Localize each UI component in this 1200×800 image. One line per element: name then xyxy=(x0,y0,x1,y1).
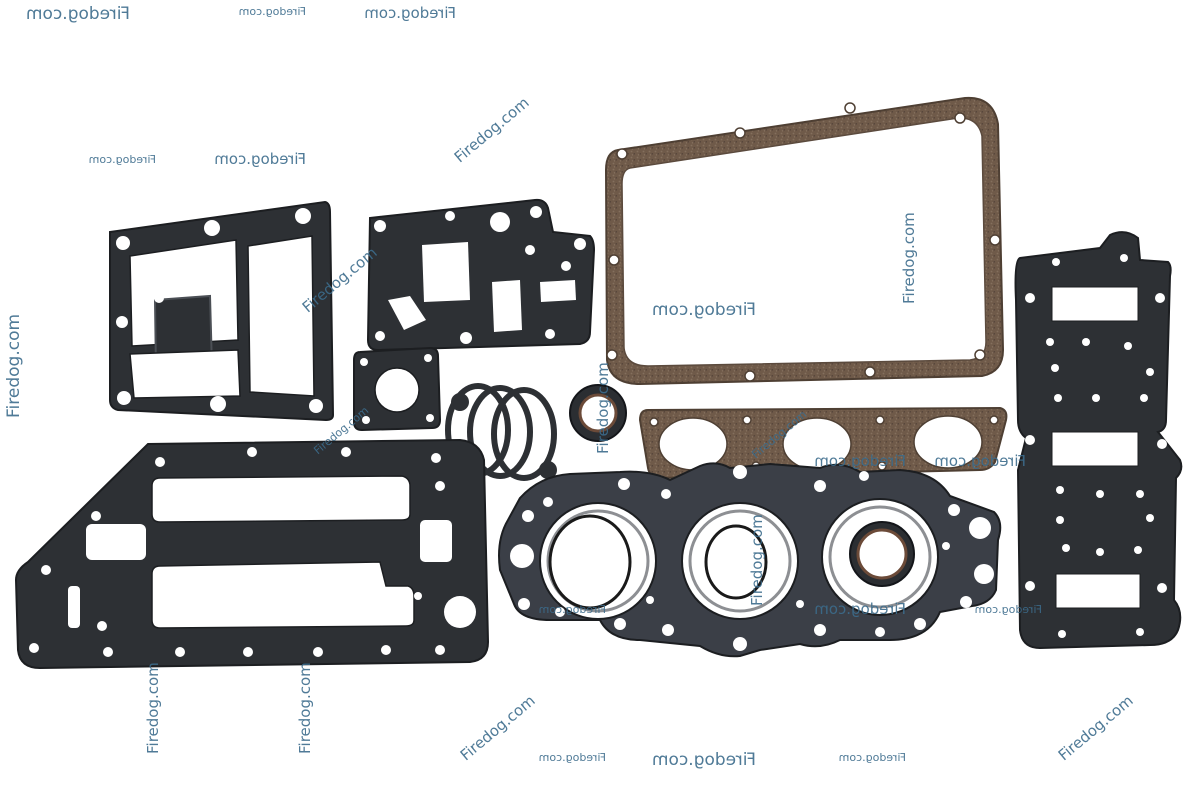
right-tall-gasket xyxy=(1014,231,1183,650)
middle-upper-gasket xyxy=(366,198,596,352)
small-square-gasket xyxy=(353,346,442,432)
cork-cover-gasket xyxy=(604,96,1005,386)
large-lower-left-gasket xyxy=(14,438,490,670)
oil-seal xyxy=(569,384,627,442)
cork-exhaust-gasket xyxy=(638,406,1008,480)
left-upper-gasket xyxy=(109,200,335,422)
cylinder-head-gasket xyxy=(498,462,1002,658)
